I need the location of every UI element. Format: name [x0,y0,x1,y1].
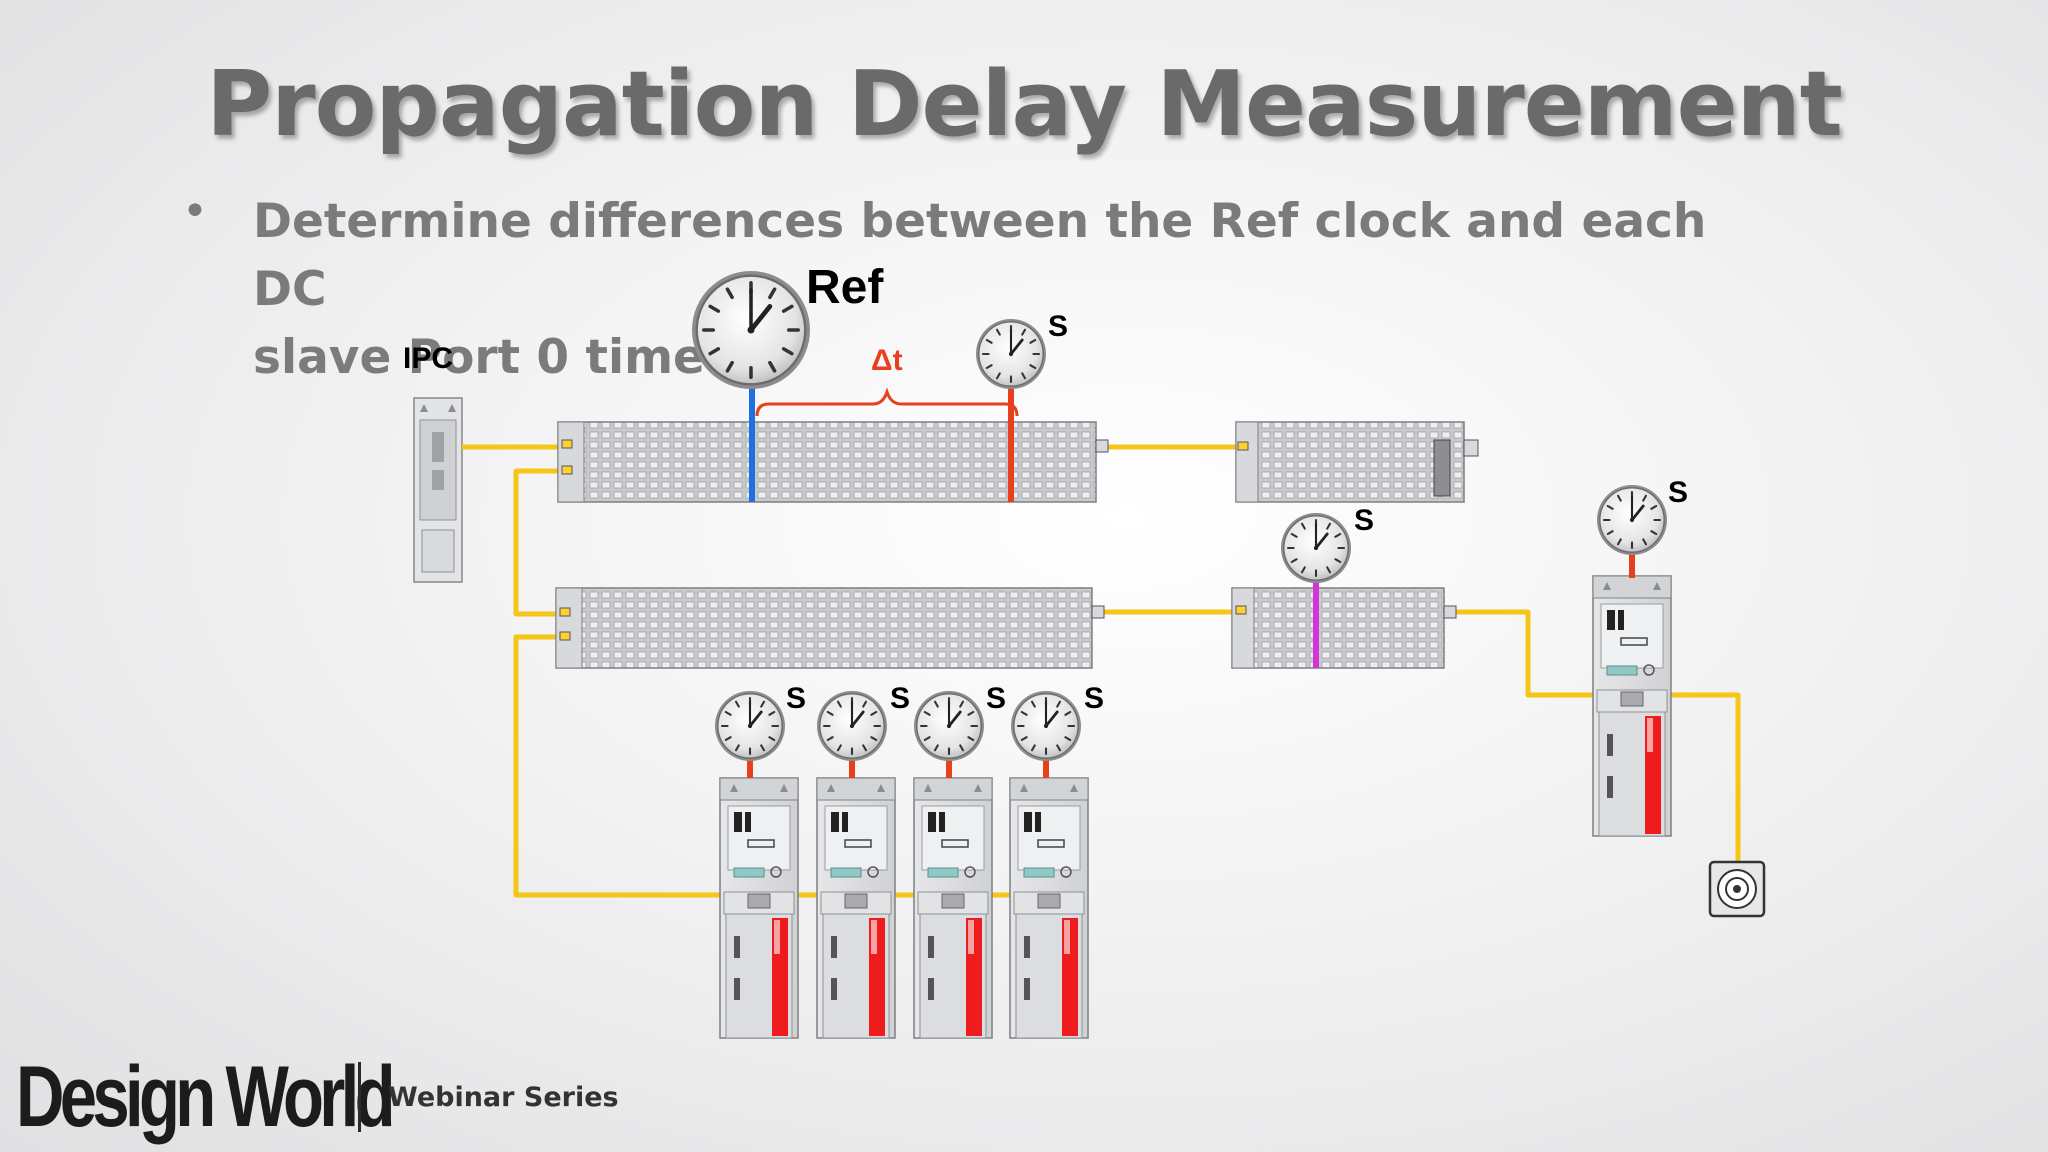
ipc-device [413,397,463,583]
design-world-logo: Design World [16,1049,396,1145]
ref-clock-icon [692,271,810,389]
slave-label-right: S [1668,476,1688,509]
ethercat-cables [462,444,1741,898]
slave-clock-icon-middle [1279,511,1353,585]
slave-clock-icon-right [1595,483,1669,557]
bullet-text: Determine differences between the Ref cl… [253,188,1753,392]
servo-motor [1708,860,1766,918]
ref-label: Ref [806,261,884,314]
ipc-label: IPC [403,342,453,375]
middle-terminal-rail [1231,587,1457,669]
slave-label-top: S [1048,310,1068,343]
webinar-series-label: Webinar Series [388,1082,619,1113]
servo-drive-2 [816,777,896,1039]
right-top-coupler-rail [1235,421,1479,503]
slave-label-drive-3: S [986,682,1006,715]
delta-brace [755,387,1019,417]
servo-drive-right [1592,575,1672,837]
slave-label-drive-4: S [1084,682,1104,715]
slide-title: Propagation Delay Measurement [206,52,1842,157]
top-terminal-rail [557,421,1109,503]
bullet-line-1: Determine differences between the Ref cl… [253,194,1707,317]
delta-t-label: Δt [871,344,903,377]
slave-clock-icon-drive-1 [713,689,787,763]
slave-clock-icon-top [974,317,1048,391]
cable-middle-rail-to-right-drive [1444,609,1741,862]
slave-clock-icon-drive-4 [1009,689,1083,763]
slave-label-drive-2: S [890,682,910,715]
second-terminal-rail [555,587,1105,669]
servo-drive-1 [719,777,799,1039]
bullet-line-2: slave Port 0 time [253,330,705,385]
servo-drive-3 [913,777,993,1039]
slave-label-middle: S [1354,504,1374,537]
slave-label-drive-1: S [786,682,806,715]
footer-divider [358,1062,361,1132]
bullet-marker: • [182,186,208,237]
cable-top-rail-to-second-rail [513,468,568,617]
servo-drive-4 [1009,777,1089,1039]
slave-clock-icon-drive-3 [912,689,986,763]
slave-clock-icon-drive-2 [815,689,889,763]
